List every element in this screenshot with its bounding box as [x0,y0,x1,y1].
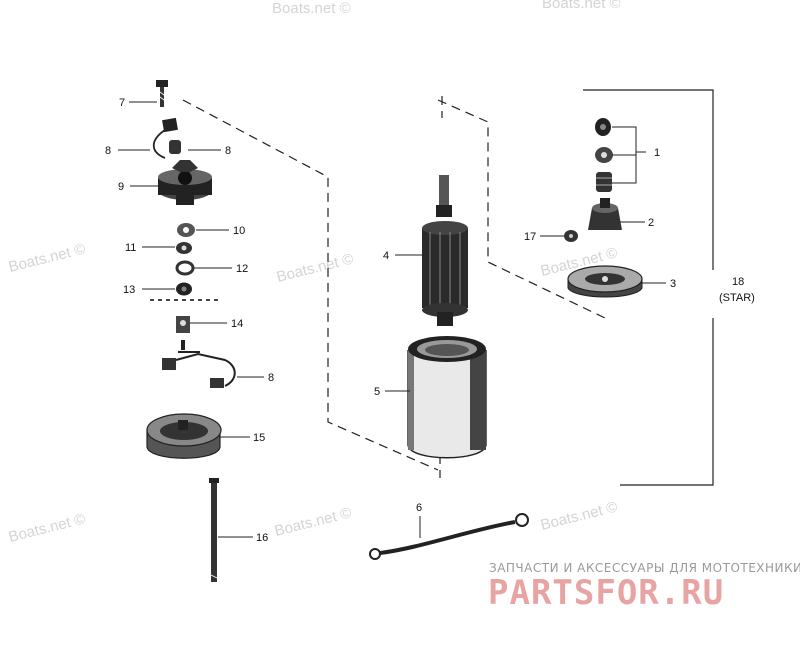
callout-2: 2 [648,217,654,229]
brand-footer: ЗАПЧАСТИ И АКСЕССУАРЫ ДЛЯ МОТОТЕХНИКИ PA… [488,561,800,613]
bolt-part [156,80,168,107]
watermark-text: Boats.net © [272,0,351,17]
callout-1: 1 [654,147,660,159]
watermark-text: Boats.net © [542,0,621,12]
brush-holder-part [158,160,212,205]
brand-logo: PARTSFOR.RU [488,573,724,613]
washer-nut-stack [150,223,220,301]
through-bolt-part [209,478,219,582]
callout-3: 3 [670,278,676,290]
armature-part [422,175,468,326]
watermark-text: Boats.net © [7,240,87,276]
callout-18-star: (STAR) [719,292,755,304]
callout-6: 6 [416,502,422,514]
group-bracket-18 [583,89,714,486]
watermark-text: Boats.net © [273,504,353,540]
watermark-text: Boats.net © [539,498,619,534]
callout-8-holder: 8 [268,372,274,384]
end-plate-part [567,265,643,298]
small-nut-part [564,230,578,242]
callout-16: 16 [256,532,268,544]
nut-spacer-stack [595,118,613,192]
brush-part [152,117,181,159]
callout-11: 11 [125,242,136,254]
brush-spring-part [162,340,236,388]
callout-9: 9 [118,181,124,193]
watermark-text: Boats.net © [7,510,87,546]
callout-14: 14 [231,318,243,330]
leader-lines [118,101,666,538]
callout-8-brush: 8 [105,145,111,157]
callout-18: 18 [732,276,744,288]
callout-7: 7 [119,97,125,109]
callout-10: 10 [233,225,245,237]
brand-tagline: ЗАПЧАСТИ И АКСЕССУАРЫ ДЛЯ МОТОТЕХНИКИ [489,561,800,575]
callout-17: 17 [524,231,536,243]
watermark-text: Boats.net © [275,250,355,286]
callout-labels: 7 8 8 9 10 11 12 13 14 8 15 16 4 5 6 1 2… [105,97,755,544]
callout-13: 13 [123,284,135,296]
callout-4: 4 [383,250,389,262]
callout-12: 12 [236,263,248,275]
callout-5: 5 [374,386,380,398]
watermark-layer: Boats.net © Boats.net © Boats.net © Boat… [7,0,621,546]
callout-15: 15 [253,432,265,444]
callout-8-spring: 8 [225,145,231,157]
field-housing-part [407,336,487,459]
end-cap-part [146,413,222,459]
cable-part [369,513,529,560]
insulator-part [588,198,622,230]
terminal-clip-part [176,316,190,333]
assembly-outline [182,96,606,478]
